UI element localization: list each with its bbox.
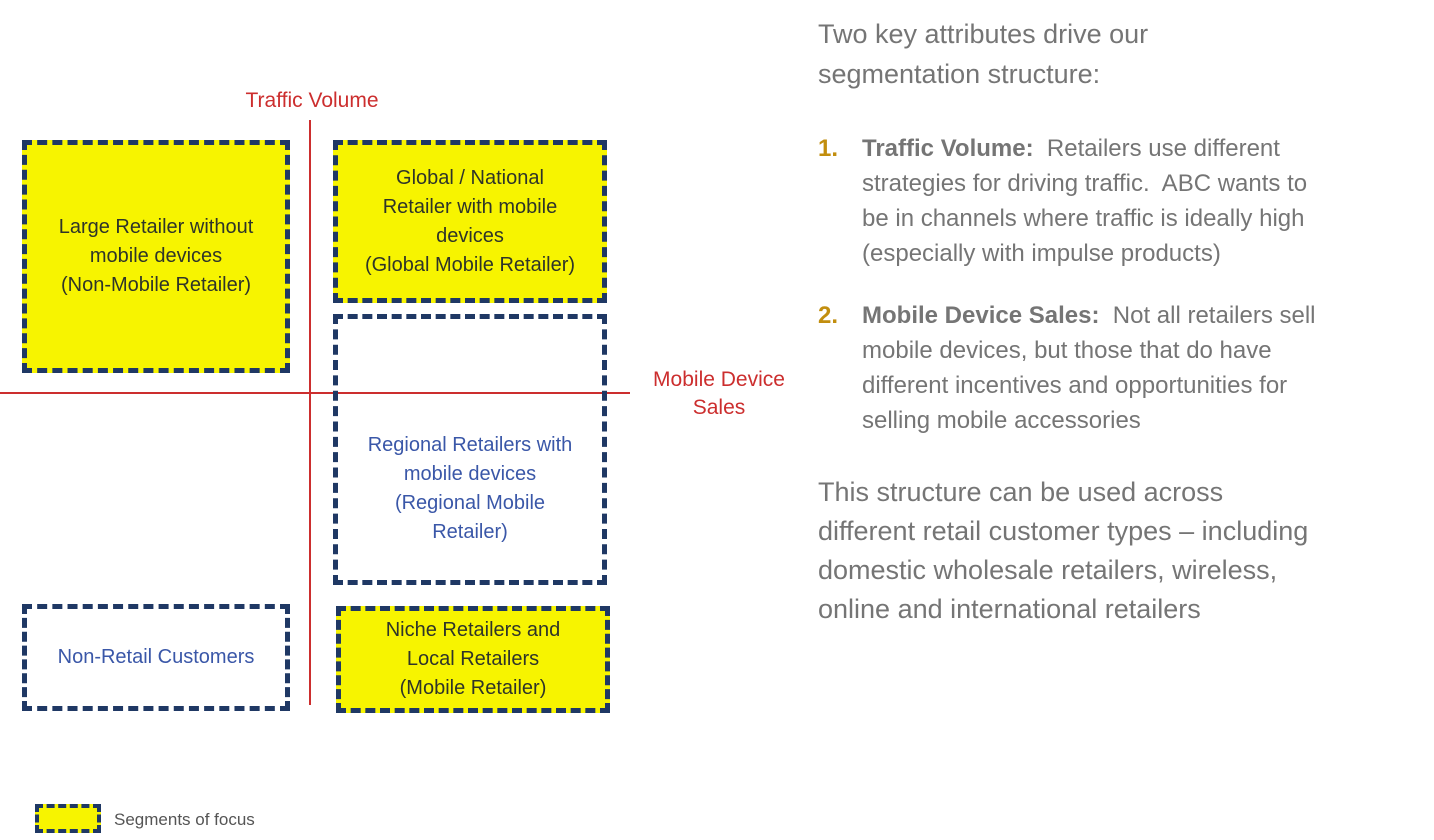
segment-box-global-mobile-retailer: Global / National Retailer with mobile d… (333, 140, 607, 303)
segment-box-niche-mobile-retailer: Niche Retailers and Local Retailers (Mob… (336, 606, 610, 713)
traffic-volume-axis-line (309, 120, 311, 705)
segment-label: Global / National Retailer with mobile d… (364, 166, 576, 276)
mobile-device-sales-axis-label: Mobile Device Sales (653, 368, 785, 419)
segment-box-non-mobile-retailer: Large Retailer without mobile devices (N… (22, 140, 290, 373)
traffic-volume-axis-label: Traffic Volume (245, 89, 379, 112)
commentary-closing: This structure can be used across differ… (818, 477, 1309, 624)
item-body: Mobile Device Sales: Not all retailers s… (862, 298, 1430, 438)
numbered-item-2: 2. Mobile Device Sales: Not all retailer… (818, 298, 1430, 438)
numbered-item-1: 1. Traffic Volume: Retailers use differe… (818, 131, 1430, 271)
segment-label: Large Retailer without mobile devices (N… (58, 216, 254, 296)
item-label: Traffic Volume: (862, 135, 1034, 162)
commentary-panel: Two key attributes drive our segmentatio… (818, 14, 1430, 654)
item-text: Retailers use different strategies for d… (862, 135, 1308, 267)
item-number: 1. (818, 135, 839, 162)
legend-focus-swatch (35, 804, 101, 833)
item-number: 2. (818, 302, 839, 329)
item-text: Not all retailers sell mobile devices, b… (862, 302, 1316, 434)
item-body: Traffic Volume: Retailers use different … (862, 131, 1430, 271)
segment-label: Non-Retail Customers (57, 646, 255, 668)
mobile-device-sales-axis-line (0, 392, 630, 394)
segment-box-regional-mobile-retailer: Regional Retailers with mobile devices (… (333, 314, 607, 585)
legend-label: Segments of focus (114, 810, 255, 829)
item-label: Mobile Device Sales: (862, 302, 1100, 329)
segment-box-non-retail-customers: Non-Retail Customers (22, 604, 290, 711)
segment-label: Regional Retailers with mobile devices (… (367, 434, 573, 543)
segment-label: Niche Retailers and Local Retailers (Mob… (385, 619, 561, 699)
commentary-intro: Two key attributes drive our segmentatio… (818, 19, 1149, 89)
